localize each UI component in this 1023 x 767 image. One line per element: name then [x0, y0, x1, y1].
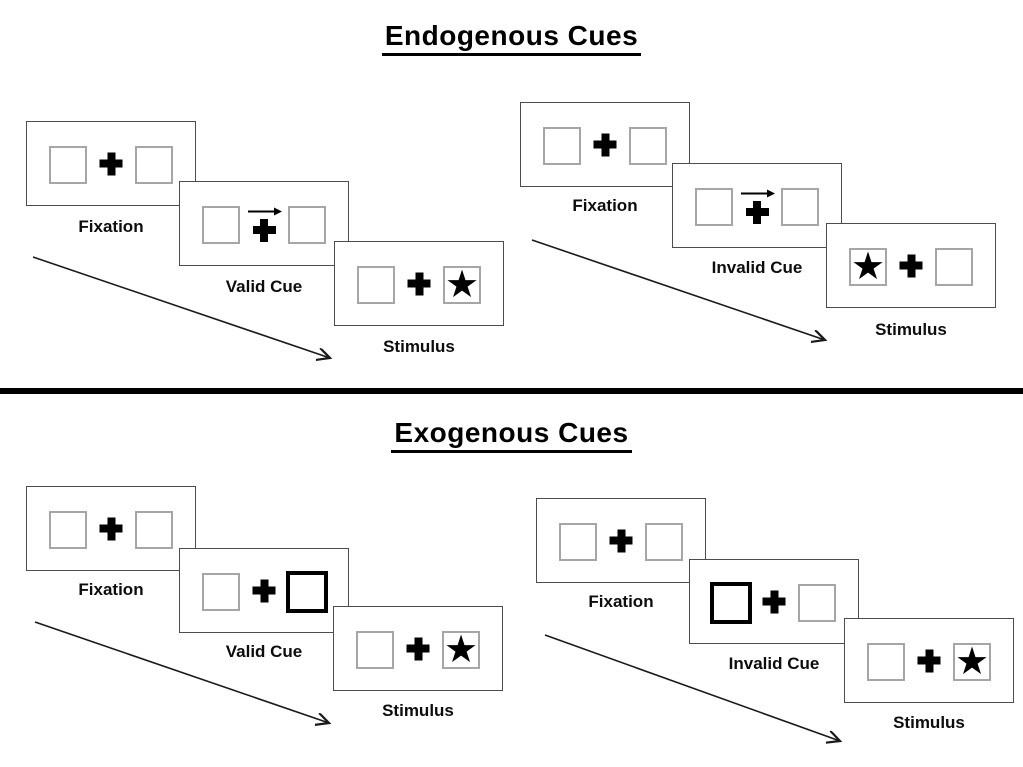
panel-label: Fixation — [588, 592, 654, 611]
section-title-endogenous: Endogenous Cues — [381, 20, 642, 56]
cue-panel — [179, 548, 349, 633]
cue-highlight-box — [286, 571, 328, 613]
placeholder-box-left — [356, 631, 394, 669]
timeline-arrow-exogenous-invalid — [544, 634, 840, 741]
fixation-panel — [536, 498, 706, 583]
exogenous-section-title-row: Exogenous Cues — [0, 417, 1023, 453]
stimulus-panel: ★ — [333, 606, 503, 691]
stimulus-panel: ★ — [826, 223, 996, 308]
placeholder-box-right — [781, 188, 819, 226]
placeholder-box-left — [357, 266, 395, 304]
placeholder-box-right — [288, 206, 326, 244]
placeholder-box-left — [867, 643, 905, 681]
panel-label: Invalid Cue — [711, 258, 803, 277]
placeholder-box-right: ★ — [953, 639, 991, 683]
fixation-cross-icon — [99, 152, 123, 175]
placeholder-box-left: ★ — [849, 244, 887, 288]
fixation-cross-icon — [745, 200, 769, 224]
panel-label: Valid Cue — [225, 277, 303, 296]
placeholder-box-right — [135, 146, 173, 184]
fixation-panel — [520, 102, 690, 187]
placeholder-box-right: ★ — [442, 627, 480, 671]
fixation-cross-icon — [99, 517, 123, 540]
panel-label: Stimulus — [875, 320, 947, 339]
stimulus-panel: ★ — [334, 241, 504, 326]
cue-panel — [179, 181, 349, 266]
placeholder-box-left — [202, 206, 240, 244]
fixation-cross-icon — [593, 133, 617, 156]
placeholder-box-left — [202, 573, 240, 611]
fixation-cross-icon — [406, 637, 430, 660]
section-title-exogenous: Exogenous Cues — [391, 417, 632, 453]
fixation-cross-icon — [762, 590, 786, 613]
cue-highlight-box — [710, 582, 752, 624]
panel-label: Stimulus — [383, 337, 455, 356]
placeholder-box-left — [695, 188, 733, 226]
placeholder-box-right — [798, 584, 836, 622]
fixation-cross-icon — [917, 649, 941, 672]
fixation-cross-icon — [899, 254, 923, 277]
placeholder-box-right — [629, 127, 667, 165]
panel-label: Fixation — [78, 217, 144, 236]
placeholder-box-right — [935, 248, 973, 286]
star-stimulus-icon: ★ — [443, 627, 479, 671]
panel-label: Fixation — [78, 580, 144, 599]
cue-arrow-icon — [248, 207, 282, 215]
panel-label: Invalid Cue — [728, 654, 820, 673]
panel-label: Stimulus — [893, 713, 965, 732]
panel-label: Fixation — [572, 196, 638, 215]
placeholder-box-left — [49, 511, 87, 549]
cue-panel — [672, 163, 842, 248]
panel-label: Valid Cue — [225, 642, 303, 661]
placeholder-box-left — [559, 523, 597, 561]
placeholder-box-right: ★ — [443, 262, 481, 306]
cue-arrow-icon — [741, 189, 775, 197]
star-stimulus-icon: ★ — [444, 262, 480, 306]
fixation-panel — [26, 486, 196, 571]
fixation-cross-icon — [252, 218, 276, 242]
fixation-panel — [26, 121, 196, 206]
timeline-arrow-exogenous-valid — [34, 621, 329, 723]
panel-label: Stimulus — [382, 701, 454, 720]
stimulus-panel: ★ — [844, 618, 1014, 703]
star-stimulus-icon: ★ — [954, 639, 990, 683]
endogenous-section-title-row: Endogenous Cues — [0, 20, 1023, 56]
placeholder-box-right — [645, 523, 683, 561]
fixation-cross-icon — [407, 272, 431, 295]
cue-panel — [689, 559, 859, 644]
placeholder-box-left — [49, 146, 87, 184]
fixation-cross-icon — [252, 579, 276, 602]
timeline-arrow-endogenous-valid — [32, 256, 330, 358]
timeline-arrow-endogenous-invalid — [531, 239, 825, 340]
fixation-cross-icon — [609, 529, 633, 552]
placeholder-box-left — [543, 127, 581, 165]
star-stimulus-icon: ★ — [850, 244, 886, 288]
section-divider — [0, 388, 1023, 394]
placeholder-box-right — [135, 511, 173, 549]
